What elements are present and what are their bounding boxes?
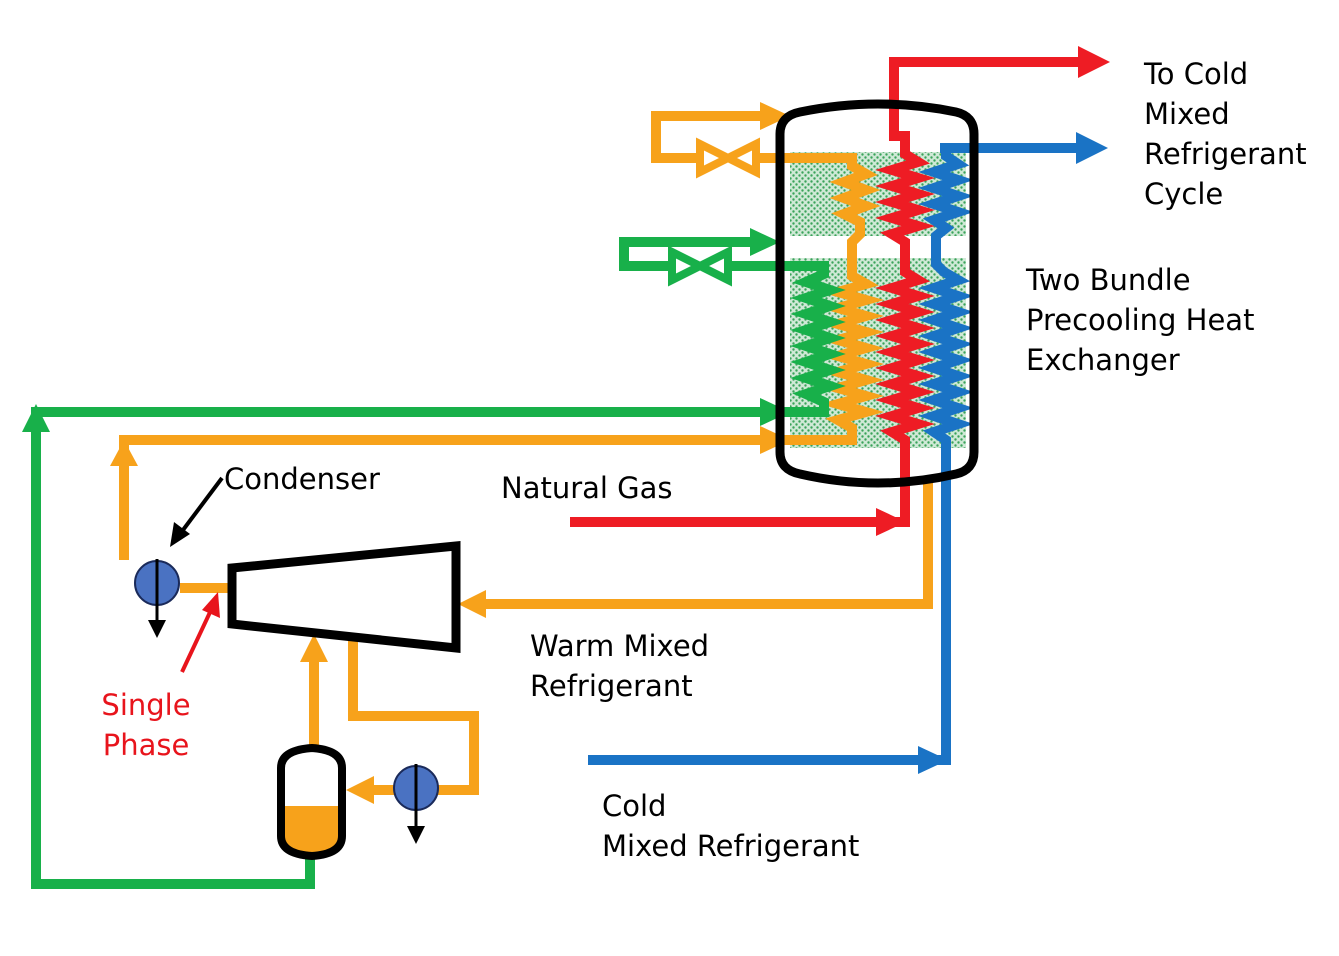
- orange-feed-line: [119, 435, 775, 560]
- orange-top-return: [651, 111, 768, 163]
- green-loop-return: [619, 237, 768, 271]
- arrow-icon: [750, 228, 780, 256]
- cold-mixed-refrigerant-label: Cold Mixed Refrigerant: [602, 789, 860, 863]
- green-coil: [780, 261, 846, 417]
- arrow-icon: [760, 426, 790, 454]
- orange-return-line: [475, 482, 933, 609]
- green-outer-loop: [31, 407, 770, 889]
- red-arrowheads: [876, 46, 1110, 536]
- arrow-icon: [876, 508, 906, 536]
- valve-icon: [696, 137, 760, 179]
- arrow-icon: [1076, 132, 1108, 164]
- condenser-label: Condenser: [224, 462, 380, 496]
- warm-mixed-refrigerant-label: Warm Mixed Refrigerant: [530, 629, 710, 703]
- cold-mr-coil: [918, 143, 1080, 472]
- heat-exchanger-vessel-icon: [775, 99, 979, 488]
- cold-mr-inlet: [588, 472, 951, 765]
- arrow-icon: [202, 592, 220, 618]
- arrow-icon: [110, 440, 138, 466]
- arrow-icon: [918, 746, 948, 774]
- arrow-icon: [22, 404, 50, 432]
- cooler-icon: [393, 764, 439, 844]
- heat-exchanger-label: Two Bundle Precooling Heat Exchanger: [1026, 263, 1255, 377]
- orange-arrowheads: [110, 102, 790, 804]
- condenser-pointer: [170, 476, 224, 547]
- arrow-icon: [170, 522, 190, 547]
- arrow-icon: [760, 398, 790, 426]
- arrow-icon: [300, 634, 328, 662]
- single-phase-pointer: [180, 592, 220, 673]
- to-cold-cycle-label: To Cold Mixed Refrigerant Cycle: [1144, 57, 1307, 211]
- blue-arrowheads: [918, 132, 1108, 774]
- natural-gas-label: Natural Gas: [501, 471, 673, 505]
- single-phase-label: Single Phase: [101, 688, 191, 762]
- arrow-icon: [1078, 46, 1110, 78]
- orange-coil: [780, 153, 885, 445]
- compressor-icon: [227, 541, 461, 654]
- arrow-icon: [760, 102, 790, 130]
- natural-gas-coil: [874, 57, 1082, 472]
- arrow-icon: [346, 776, 374, 804]
- valve-icon: [668, 245, 732, 287]
- orange-interstage: [348, 640, 479, 795]
- separator-drum-icon: [277, 743, 346, 861]
- cooler-icon: [134, 559, 180, 638]
- green-arrowheads: [22, 228, 790, 432]
- green-refrigerant-stream: [31, 237, 846, 889]
- arrow-icon: [458, 590, 486, 618]
